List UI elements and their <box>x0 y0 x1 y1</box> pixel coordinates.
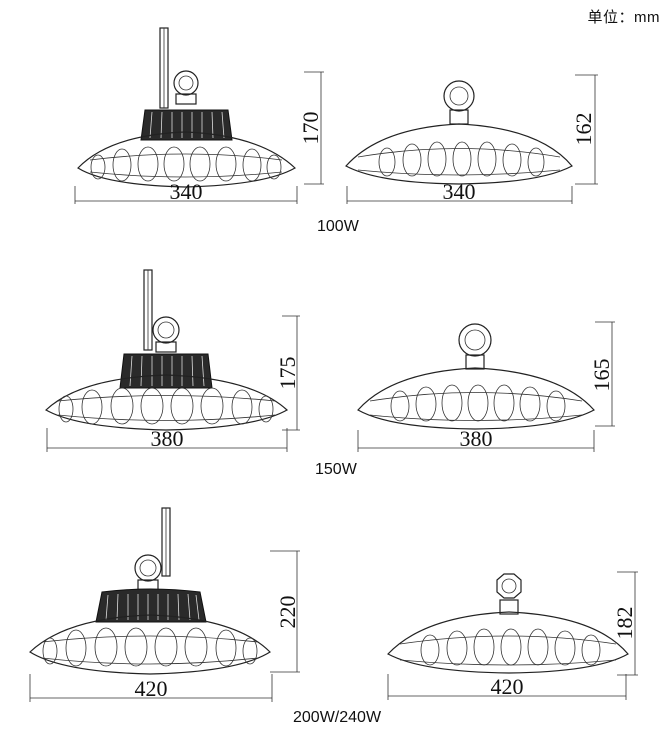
rear-width-200w-240w: 420 <box>491 674 524 699</box>
rear-height-200w-240w: 182 <box>612 607 637 640</box>
caption-150w: 150W <box>315 461 357 478</box>
lamp-rear-view-200w-240w: 420 182 <box>387 571 638 700</box>
side-height-200w-240w: 220 <box>275 596 300 629</box>
lamp-side-view-100w: 340 170 <box>74 27 324 204</box>
unit-label: 单位：mm <box>587 9 660 26</box>
rear-width-100w: 340 <box>443 179 476 204</box>
rear-height-150w: 165 <box>589 359 614 392</box>
side-height-150w: 175 <box>275 357 300 390</box>
side-width-100w: 340 <box>170 179 203 204</box>
lamp-rear-view-100w: 340 162 <box>345 74 598 204</box>
lamp-side-view-200w-240w: 420 220 <box>29 507 300 702</box>
rear-height-100w: 162 <box>571 113 596 146</box>
side-width-200w-240w: 420 <box>135 676 168 701</box>
rear-width-150w: 380 <box>460 426 493 451</box>
caption-200w-240w: 200W/240W <box>293 709 382 726</box>
side-width-150w: 380 <box>151 426 184 451</box>
lamp-rear-view-150w: 380 165 <box>357 321 615 452</box>
lamp-side-view-150w: 380 175 <box>44 269 300 452</box>
caption-100w: 100W <box>317 218 359 235</box>
side-height-100w: 170 <box>298 112 323 145</box>
